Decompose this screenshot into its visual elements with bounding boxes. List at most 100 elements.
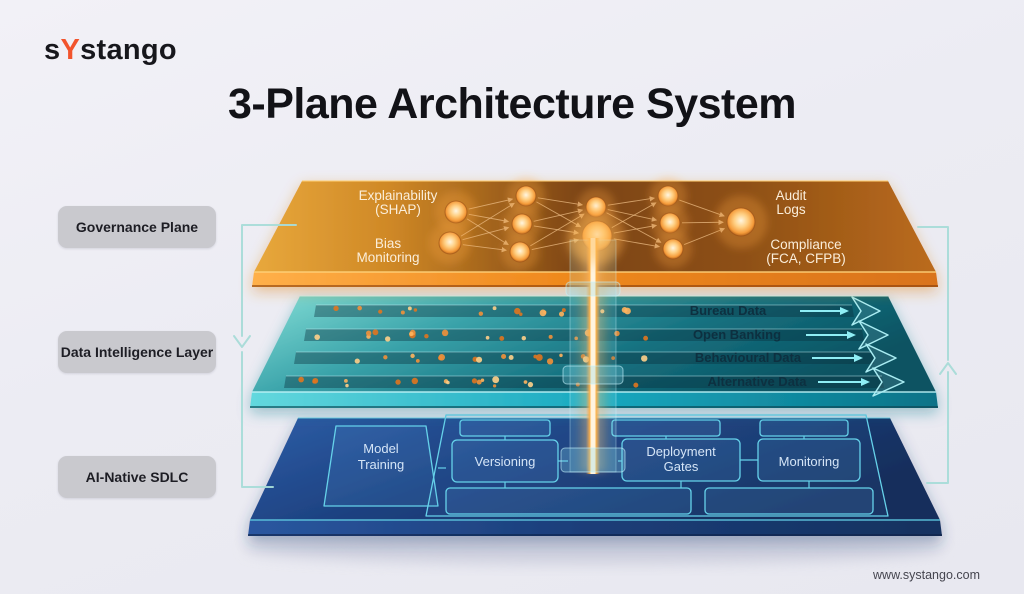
data-point-dot <box>395 379 401 385</box>
data-point-dot <box>499 335 505 341</box>
model-training-box <box>323 425 439 507</box>
data-point-dot <box>535 354 543 361</box>
stream-arrow-icon <box>872 367 905 397</box>
data-point-dot <box>372 329 379 336</box>
data-point-dot <box>365 330 372 336</box>
side-label-ai-native-sdlc: AI-Native SDLC <box>58 456 216 498</box>
explainability-label-line2: (SHAP) <box>375 202 421 217</box>
data-point-dot <box>559 353 563 358</box>
stream-arrow-icon <box>858 320 889 350</box>
bias-monitoring-label-line1: Bias <box>375 236 402 251</box>
data-point-dot <box>424 333 429 339</box>
data-point-dot <box>519 312 523 317</box>
nn-node-icon <box>444 200 468 224</box>
sdlc-connectors <box>438 436 810 488</box>
data-point-dot <box>523 380 528 384</box>
data-point-dot <box>641 355 648 362</box>
nn-node-icon <box>659 212 681 234</box>
data-point-dot <box>527 381 534 388</box>
data-point-dot <box>344 379 348 383</box>
stream-arrow-icon <box>865 343 897 373</box>
data-point-dot <box>357 305 362 311</box>
stream-small-arrows <box>800 307 870 386</box>
data-point-dot <box>548 334 553 339</box>
page-title: 3-Plane Architecture System <box>227 80 797 128</box>
data-point-dot <box>400 310 405 315</box>
data-point-dot <box>633 382 639 388</box>
nn-node-icon <box>509 241 531 263</box>
side-label-text: AI-Native SDLC <box>85 469 189 485</box>
nn-node-icon <box>511 213 533 235</box>
up-arrow-icon <box>939 362 957 375</box>
data-point-dot <box>614 330 620 337</box>
data-point-dot <box>621 307 628 313</box>
data-point-dot <box>539 309 547 317</box>
nn-node-icon <box>662 238 684 260</box>
data-point-dot <box>298 376 304 383</box>
model-training-label-line2: Training <box>358 457 404 472</box>
data-point-dot <box>471 378 478 384</box>
stream-arrow-icon <box>851 296 881 326</box>
data-point-dot <box>501 353 507 359</box>
data-point-dot <box>345 383 349 388</box>
data-point-dot <box>415 359 420 363</box>
data-point-dot <box>643 335 649 341</box>
data-point-dot <box>546 358 554 365</box>
sdlc-module-box <box>704 487 874 515</box>
explainability-label-line1: Explainability <box>359 188 438 203</box>
logo-pre: s <box>44 34 61 66</box>
stream-label-alternative-data: Alternative Data <box>708 374 808 389</box>
data-point-dot <box>409 331 414 337</box>
nn-link <box>533 208 584 222</box>
center-pillar-graphic <box>560 216 626 474</box>
sdlc-module-box <box>611 419 721 437</box>
nn-node-icon <box>657 185 679 207</box>
data-point-dot <box>561 308 566 313</box>
deployment-gates-label-line2: Gates <box>664 459 699 474</box>
data-point-dot <box>485 335 490 340</box>
sdlc-plane-content: Model Training Versioning Deployment Gat… <box>323 414 889 517</box>
data-point-dot <box>521 335 527 341</box>
data-point-dot <box>411 377 418 385</box>
website-url: www.systango.com <box>873 568 980 582</box>
ground-shadow <box>244 534 944 564</box>
data-point-dot <box>441 329 449 337</box>
right-flow-bracket <box>917 226 957 484</box>
bias-monitoring-label-line2: Monitoring <box>356 250 419 265</box>
data-point-dot <box>492 376 500 384</box>
nn-link <box>607 196 656 206</box>
stream-label-behavioural-data: Behavioural Data <box>695 350 802 365</box>
compliance-label-line2: (FCA, CFPB) <box>766 251 846 266</box>
data-point-dot <box>383 355 388 360</box>
nn-link <box>462 226 510 241</box>
data-point-dot <box>558 311 565 317</box>
data-point-dot <box>492 306 497 311</box>
data-point-dot <box>314 334 320 340</box>
audit-logs-label-line1: Audit <box>776 188 807 203</box>
nn-node-icon <box>515 185 537 207</box>
data-point-dot <box>385 336 391 342</box>
side-label-governance-plane: Governance Plane <box>58 206 216 248</box>
data-point-dot <box>410 353 415 359</box>
data-point-dot <box>480 378 485 382</box>
nn-link <box>466 218 509 246</box>
nn-node-icon <box>726 207 756 237</box>
side-label-data-intelligence-layer: Data Intelligence Layer <box>58 331 216 373</box>
data-point-dot <box>478 311 484 316</box>
data-point-dot <box>378 309 383 314</box>
data-point-dot <box>446 380 450 385</box>
governance-labels: Explainability (SHAP) Bias Monitoring Au… <box>356 188 845 266</box>
data-point-dot <box>333 305 339 312</box>
nn-link <box>537 197 584 207</box>
sdlc-module-box <box>445 487 692 515</box>
data-point-dot <box>354 358 360 364</box>
data-point-dot <box>312 377 319 384</box>
side-label-text: Governance Plane <box>75 219 199 235</box>
stream-label-bureau-data: Bureau Data <box>690 303 767 318</box>
model-training-label-line1: Model <box>363 441 399 456</box>
data-point-dot <box>492 384 497 388</box>
compliance-label-line1: Compliance <box>770 237 841 252</box>
logo-accent: Y <box>60 34 81 66</box>
